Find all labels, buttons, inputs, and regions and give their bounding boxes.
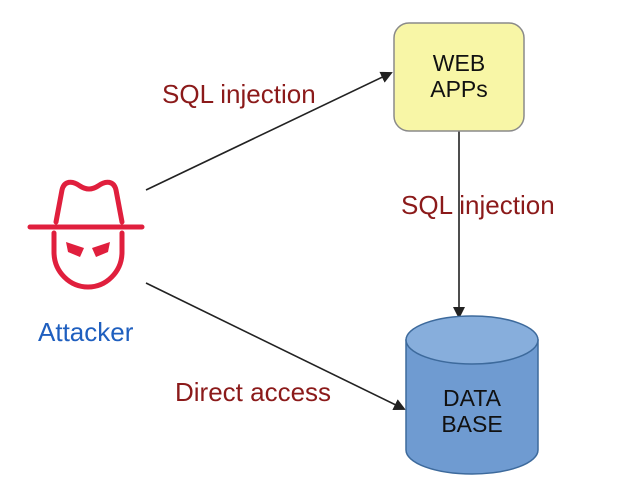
webapp-label-line2: APPs (430, 76, 488, 103)
hacker-hat-icon (27, 179, 145, 290)
webapp-box (393, 22, 525, 132)
attacker-label: Attacker (38, 317, 134, 347)
database-cylinder (405, 315, 539, 475)
database-label-line1: DATA (443, 385, 501, 411)
database-label: DATA BASE (406, 385, 538, 438)
edge-label-attacker-to-webapp: SQL injection (162, 79, 316, 109)
webapp-label-line1: WEB (432, 50, 486, 76)
database-label-line2: BASE (441, 411, 503, 438)
edge-label-webapp-to-database: SQL injection (401, 190, 555, 220)
edge-attacker-to-database (145, 282, 406, 411)
hacker-eyes (66, 242, 110, 257)
webapp-label: WEB APPs (394, 50, 524, 103)
edge-attacker-to-webapp (145, 71, 393, 191)
edge-label-attacker-to-database: Direct access (175, 377, 332, 407)
